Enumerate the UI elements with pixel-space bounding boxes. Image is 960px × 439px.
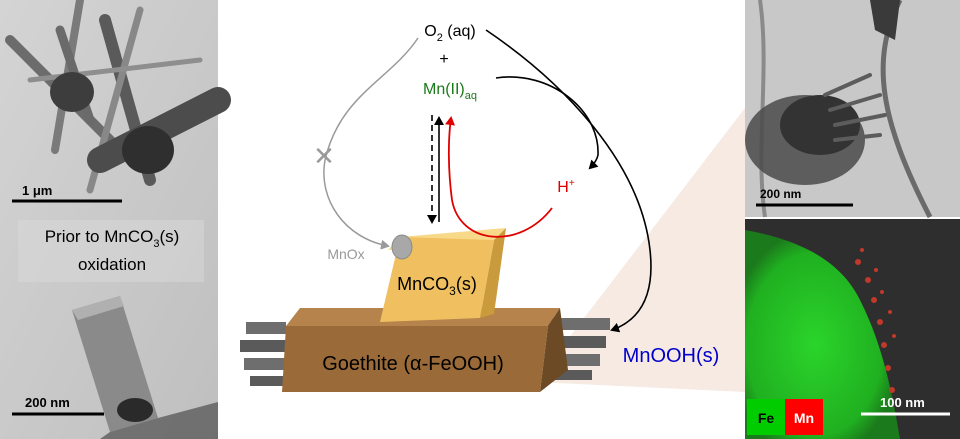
right-tem-panel: 200 nm — [745, 0, 960, 219]
scale-label-bottom-right: 100 nm — [880, 395, 925, 410]
o2-label: O2 (aq) — [424, 23, 475, 44]
mn2-label: Mn(II)aq — [423, 81, 477, 102]
tem-particle — [122, 126, 174, 174]
caption-line1: Prior to MnCO3(s) — [45, 227, 180, 250]
proton-arrow — [445, 116, 553, 238]
legend-mn-label: Mn — [794, 410, 814, 426]
right-eds-panel: Fe Mn 100 nm — [745, 219, 960, 439]
scale-label-top-right: 200 nm — [760, 187, 801, 201]
legend-fe-label: Fe — [758, 410, 775, 426]
caption-backdrop — [18, 220, 204, 282]
blocked-cross: ✕ — [313, 141, 335, 171]
hplus-label: H+ — [557, 178, 575, 196]
caption-line2: oxidation — [78, 255, 146, 274]
goethite-label: Goethite (α-FeOOH) — [322, 353, 504, 375]
o2-to-mnooh-arrow — [485, 29, 652, 333]
goethite-block — [282, 308, 568, 392]
left-tem-panel: 1 μm Prior to MnCO3(s) oxidation 200 nm — [0, 0, 231, 439]
mnco3-crystal — [380, 228, 506, 322]
tem-rod-bottom — [72, 296, 218, 439]
tem-particle — [50, 72, 94, 112]
mnox-label: MnOx — [327, 246, 364, 262]
mnox-particle — [391, 234, 413, 260]
legend-fe-swatch — [747, 399, 785, 435]
mn-to-h-arrow — [495, 76, 599, 170]
scale-label-bottom-left: 200 nm — [25, 395, 70, 410]
plus-sign: + — [439, 51, 448, 68]
mnco3-label: MnCO3(s) — [397, 274, 477, 298]
mnooh-label: MnOOH(s) — [623, 345, 720, 367]
blocked-arrow — [323, 37, 419, 250]
legend-mn-swatch — [785, 399, 823, 435]
scale-label-top-left: 1 μm — [22, 183, 52, 198]
